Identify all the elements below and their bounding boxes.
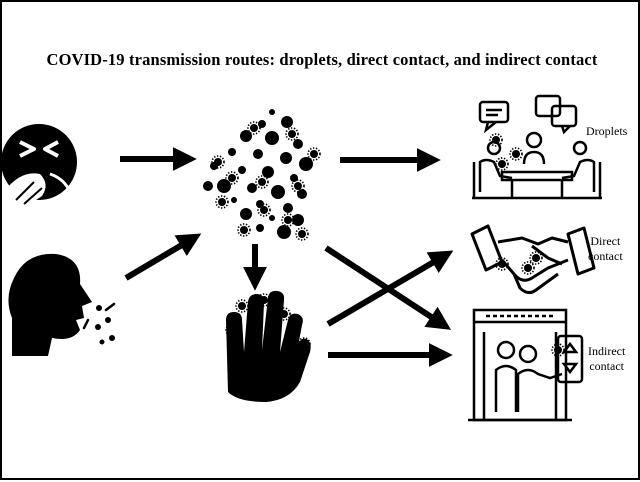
label-indirect-contact: Indirect contact [588, 344, 625, 374]
sneeze-face-icon [2, 124, 77, 208]
arrow-droplets-to-elevator [324, 245, 452, 330]
label-droplets-text: Droplets [586, 124, 628, 138]
diagram-title: COVID-19 transmission routes: droplets, … [46, 50, 598, 69]
label-droplets: Droplets [586, 124, 627, 139]
transmission-arrows [120, 147, 454, 367]
arrow-hand-to-handshake [326, 250, 454, 327]
contaminated-hand-icon [225, 290, 311, 402]
cough-head-icon [8, 253, 116, 356]
virus-droplet-cluster-icon [203, 109, 321, 241]
meeting-people-icon [472, 94, 602, 200]
label-direct-contact: Direct contact [588, 234, 623, 264]
arrow-cough-to-droplets [124, 233, 202, 281]
label-direct-line2: contact [588, 249, 623, 263]
label-indirect-line2: contact [589, 359, 624, 373]
handshake-icon [470, 224, 596, 295]
elevator-icon [468, 308, 584, 422]
label-indirect-line1: Indirect [588, 344, 626, 358]
label-direct-line1: Direct [590, 234, 621, 248]
